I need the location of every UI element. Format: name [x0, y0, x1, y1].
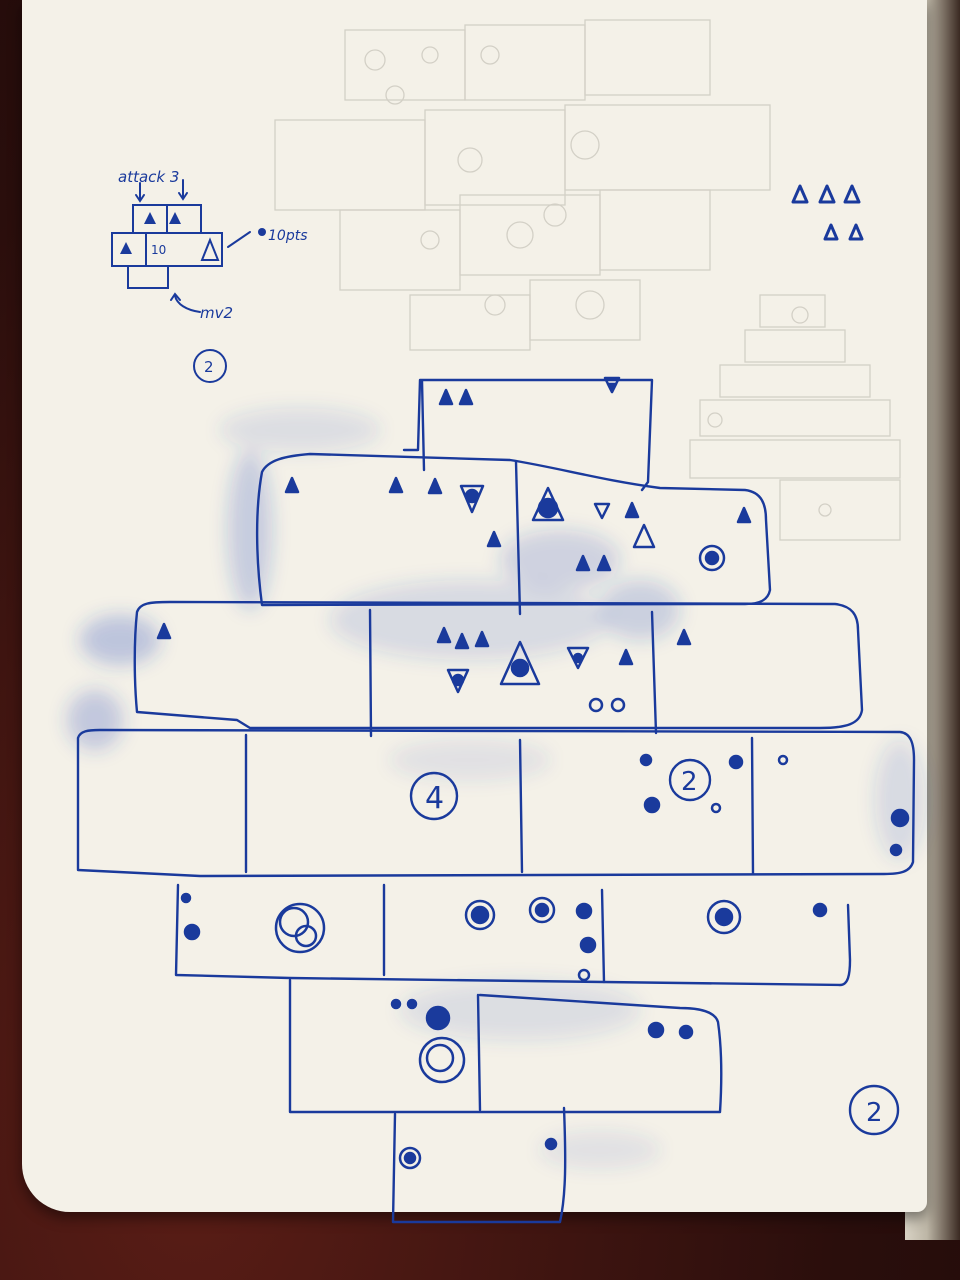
monster-markers [156, 376, 752, 694]
room-number-right: 2 [681, 767, 698, 797]
room-number-center: 4 [425, 781, 444, 816]
page-number: 2 [866, 1098, 883, 1128]
faded-pencil-sketch [274, 19, 901, 541]
legend-center-value: 10 [151, 243, 166, 257]
legend-hp-label: 10pts [268, 228, 307, 244]
room-number-badges [409, 758, 900, 1136]
legend-badge-number: 2 [204, 358, 214, 376]
monster-legend [111, 179, 266, 383]
trap-markers [180, 544, 910, 1170]
ink-smudges [67, 408, 925, 1168]
legend-attack-label: attack 3 [118, 168, 179, 186]
monster-tally-icon [791, 184, 864, 241]
dungeon-rooms [76, 378, 916, 1224]
legend-move-label: mv2 [200, 304, 233, 322]
